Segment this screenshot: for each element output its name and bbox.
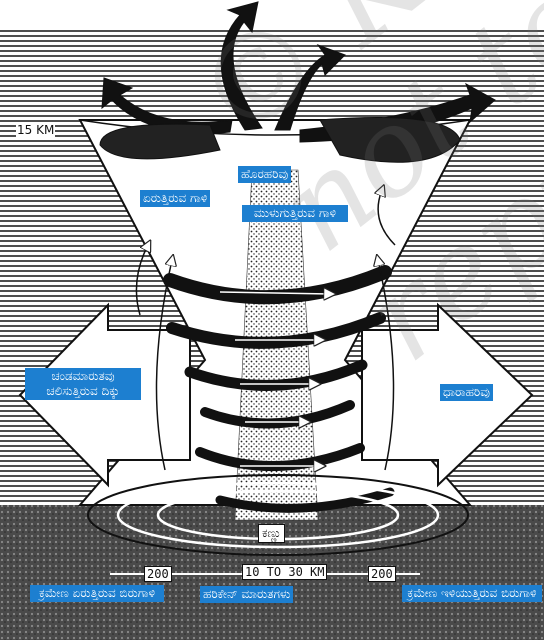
scale-center: 10 TO 30 KM [242,564,327,580]
label-sinking-air: ಮುಳುಗುತ್ತಿರುವ ಗಾಳಿ [242,205,348,222]
scale-left: 200 [144,566,172,582]
height-label: 15 KM [16,123,55,137]
scale-right: 200 [368,566,396,582]
label-descending-winds: ಕ್ರಮೇಣ ಇಳಿಯುತ್ತಿರುವ ಬಿರುಗಾಳಿ [402,585,542,602]
label-hurricane-winds: ಹರಿಕೇನ್ ಮಾರುತಗಳು [200,586,293,603]
label-storm-direction: ಚಂಡಮಾರುತವು ಚಲಿಸುತ್ತಿರುವ ದಿಕ್ಕು [25,368,141,400]
label-outflow: ಹೊರಹರಿವು [238,166,291,183]
label-outward-wind: ಏರುತ್ತಿರುವ ಗಾಳಿ [140,190,210,207]
label-rising-winds: ಕ್ರಮೇಣ ಏರುತ್ತಿರುವ ಬಿರುಗಾಳಿ [30,585,164,602]
label-flow-in: ಧಾರಾಹರಿವು [440,384,493,401]
label-eye: ಕಣ್ಣು [258,524,285,543]
